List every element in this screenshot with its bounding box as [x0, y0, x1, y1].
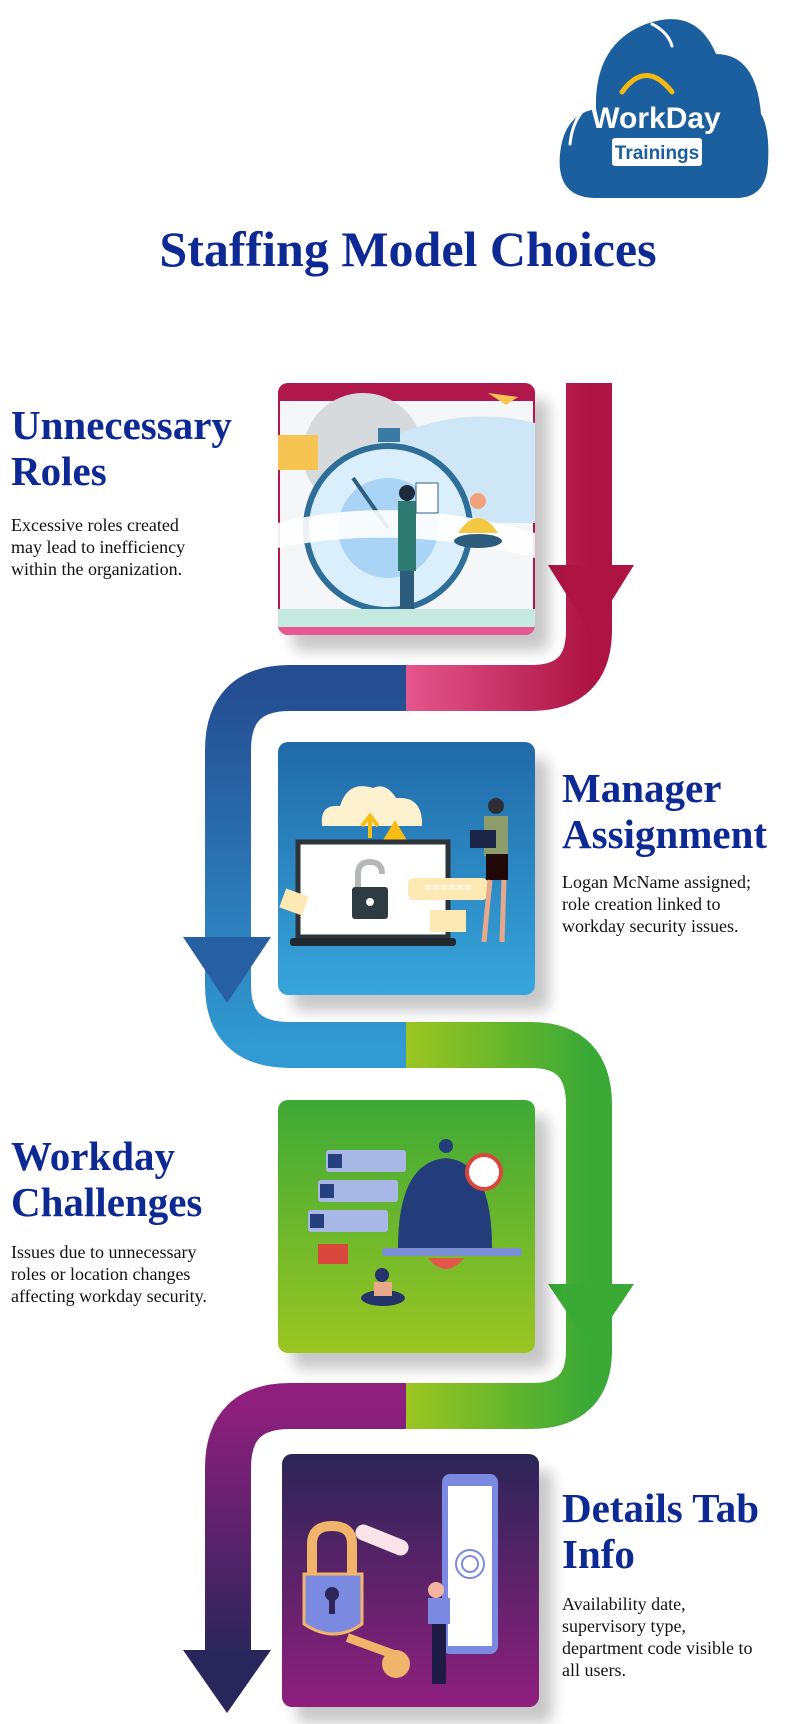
workday-trainings-logo: WorkDay Trainings	[556, 4, 770, 198]
logo-sub-text: Trainings	[615, 143, 699, 164]
stopwatch-productivity-illustration	[278, 383, 535, 635]
flow-segment-purple	[205, 1383, 406, 1660]
arrowhead-green	[548, 1284, 634, 1348]
arrowhead-red	[548, 565, 634, 634]
notification-bell-illustration	[278, 1100, 535, 1353]
padlock-phone-fingerprint-illustration	[282, 1454, 539, 1707]
flow-segment-green	[406, 1022, 612, 1429]
password-mask-text: ******	[424, 880, 472, 899]
arrowhead-blue	[183, 937, 271, 1003]
flow-segment-blue	[205, 665, 406, 1068]
step-description: Availability date,supervisory type,depar…	[562, 1594, 753, 1680]
step-description: Logan McName assigned;role creation link…	[562, 872, 751, 936]
unlocked-laptop-security-illustration: ******	[278, 742, 535, 995]
logo-brand-text: WorkDay	[591, 102, 721, 135]
page-title: Staffing Model Choices	[159, 221, 657, 277]
flow-segment-red	[406, 383, 612, 711]
arrowhead-purple	[183, 1650, 271, 1713]
